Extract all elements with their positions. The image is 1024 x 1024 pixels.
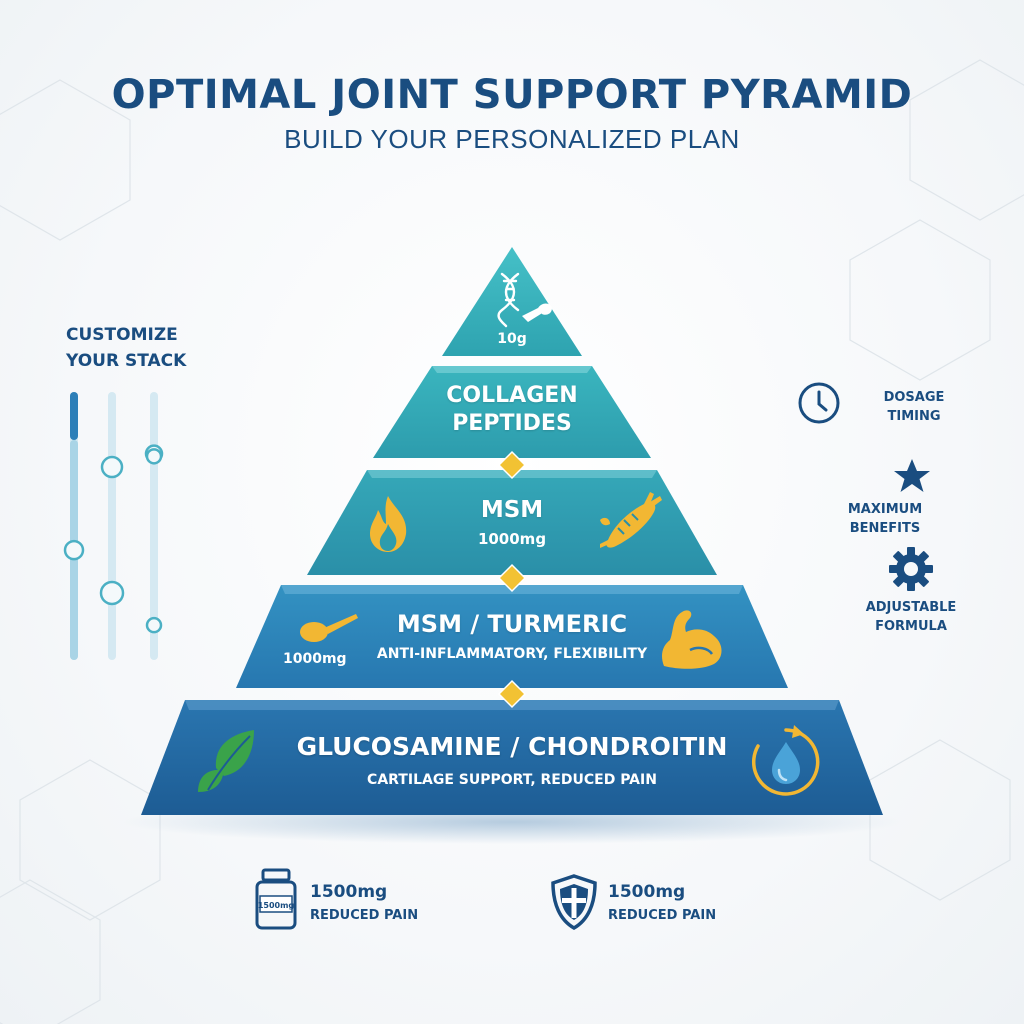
water-drop-cycle-icon (752, 725, 820, 796)
flexed-arm-icon (662, 610, 722, 669)
feature-adjustable-formula: ADJUSTABLE FORMULA (846, 598, 976, 636)
feature-label-line2: FORMULA (875, 619, 947, 634)
star-icon (894, 459, 930, 492)
spoon-icon (300, 614, 358, 642)
tier-2-name-line2: PEPTIDES (452, 411, 572, 436)
leaf-icon (198, 730, 254, 792)
customize-title: CUSTOMIZE YOUR STACK (66, 325, 187, 371)
slider-thumb[interactable] (145, 448, 163, 465)
flame-icon (370, 496, 407, 552)
pyramid-tier-5 (141, 700, 883, 815)
tier-5-name: GLUCOSAMINE / CHONDROITIN (296, 732, 728, 761)
gear-icon (889, 547, 933, 591)
tier-1-dose: 10g (497, 331, 527, 347)
clock-icon (798, 382, 840, 424)
tier-4-description: ANTI-INFLAMMATORY, FLEXIBILITY (376, 646, 648, 662)
stack-sliders (63, 392, 164, 660)
page-title: OPTIMAL JOINT SUPPORT PYRAMID (111, 72, 913, 118)
slider-thumb[interactable] (145, 616, 163, 634)
tier-2-name-line1: COLLAGEN (446, 383, 578, 408)
page-subtitle: BUILD YOUR PERSONALIZED PLAN (284, 124, 740, 154)
feature-label-line2: TIMING (887, 409, 941, 424)
tier-3-name: MSM (480, 497, 544, 523)
bottom-stat-1-label: REDUCED PAIN (310, 908, 419, 923)
feature-dosage-timing: DOSAGE TIMING (852, 388, 976, 426)
supplement-bottle-icon: 1500mg (255, 868, 297, 930)
slider-thumb[interactable] (99, 580, 125, 606)
feature-label-line1: DOSAGE (883, 390, 945, 405)
slider-thumb[interactable] (100, 455, 124, 479)
slider-thumb[interactable] (63, 539, 85, 561)
pyramid-tier-3 (307, 470, 717, 575)
pyramid-tier-4 (236, 585, 788, 688)
bottle-label-text: 1500mg (258, 901, 295, 910)
feature-maximum-benefits: MAXIMUM BENEFITS (847, 502, 923, 536)
slider-fill (70, 392, 78, 440)
connector-diamond (497, 450, 527, 480)
connector-diamond (497, 679, 527, 709)
turmeric-root-icon (600, 492, 662, 548)
tier-2-name: COLLAGEN PEPTIDES (412, 382, 612, 438)
tier-5-description: CARTILAGE SUPPORT, REDUCED PAIN (367, 772, 657, 788)
tier-3-dose: 1000mg (477, 530, 547, 548)
connector-diamond (497, 563, 527, 593)
bottom-stat-2-value: 1500mg (608, 882, 686, 902)
shield-icon (551, 874, 597, 930)
slider-track (108, 392, 116, 660)
dna-icon (497, 272, 552, 328)
tier-4-name: MSM / TURMERIC (396, 610, 628, 638)
tier-4-dose: 1000mg (283, 651, 347, 667)
bottom-stat-1-value: 1500mg (310, 882, 388, 902)
feature-label-line1: ADJUSTABLE (865, 600, 957, 615)
bottom-stat-2-label: REDUCED PAIN (608, 908, 717, 923)
pyramid-tier-2 (373, 366, 651, 458)
scoop-icon (522, 303, 552, 322)
